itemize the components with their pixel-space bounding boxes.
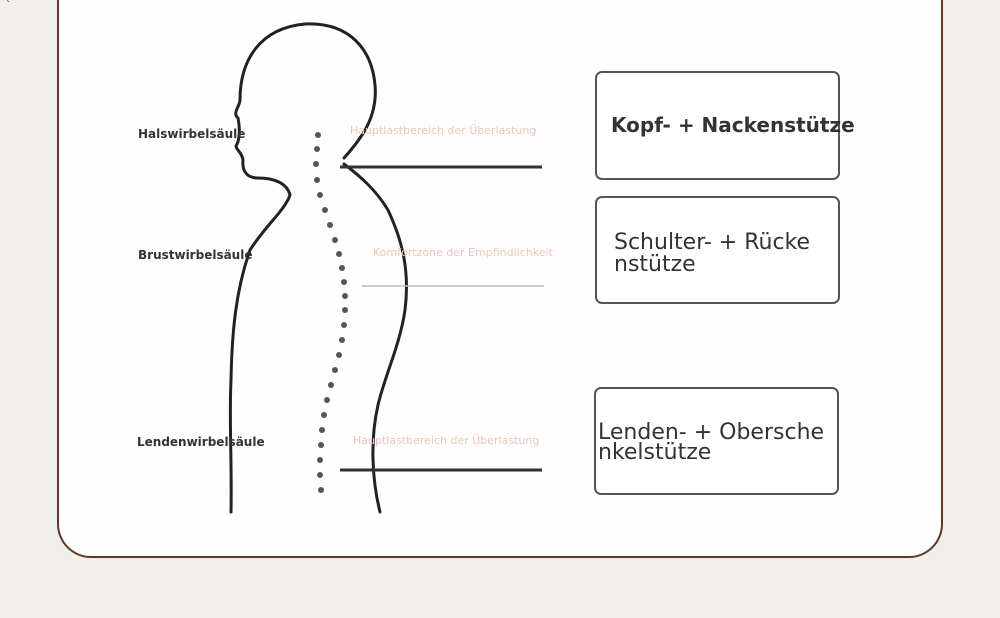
shoulder-back-support-line-1: Schulter- + Rücke xyxy=(614,230,811,255)
body-back-outline xyxy=(228,22,377,514)
shoulder-back-support-text: Schulter- + Rücke nstütze xyxy=(614,232,810,276)
lumbar-thigh-support-line-1: Lenden- + Obersche xyxy=(598,420,825,445)
head-neck-support-text: Kopf- + Nackenstütze xyxy=(611,113,855,137)
corner-mark: ` xyxy=(6,0,11,11)
shoulder-back-support-box: Schulter- + Rücke nstütze xyxy=(595,196,840,304)
lumbar-thigh-support-line-2: nkelstütze xyxy=(598,440,712,465)
head-neck-support-box: Kopf- + Nackenstütze xyxy=(595,71,855,180)
lumbar-thigh-support-box: Lenden- + Obersche nkelstütze xyxy=(594,387,839,495)
cervical-zone-note: Hauptlastbereich der Überlastung xyxy=(350,124,537,137)
cervical-spine-label: Halswirbelsäule xyxy=(138,127,246,141)
shoulder-back-support-line-2: nstütze xyxy=(614,252,696,277)
lumbar-zone-note: Hauptlastbereich der Überlastung xyxy=(353,434,540,447)
lumbar-spine-label: Lendenwirbelsäule xyxy=(137,435,265,449)
spine-vertebrae xyxy=(313,132,348,493)
lumbar-thigh-support-text: Lenden- + Obersche nkelstütze xyxy=(598,420,825,465)
thoracic-spine-label: Brustwirbelsäule xyxy=(138,248,253,262)
thoracic-zone-note: Komfortzone der Empfindlichkeit xyxy=(373,246,553,259)
body-front-outline xyxy=(342,162,408,514)
